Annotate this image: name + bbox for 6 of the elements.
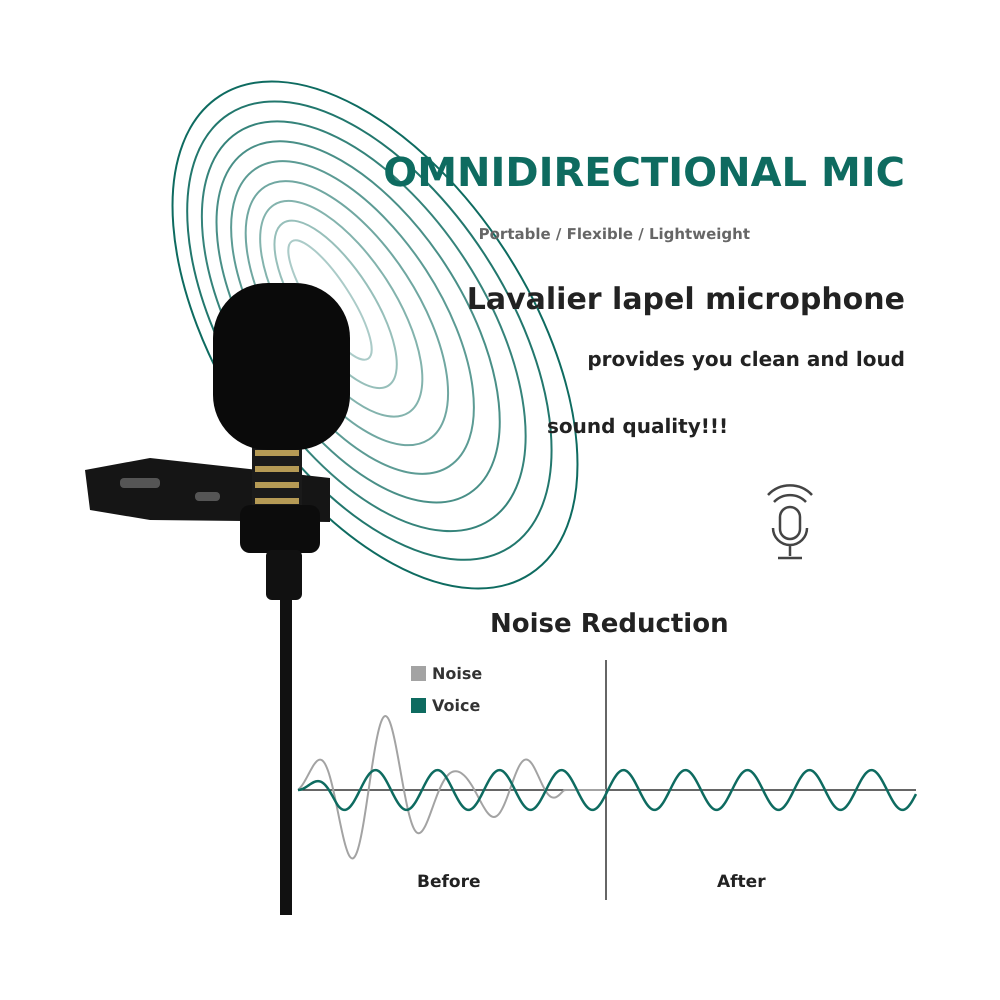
legend-label: Noise	[432, 664, 482, 683]
axis-label: Before	[417, 873, 480, 893]
axis-label: After	[717, 873, 766, 893]
chart-title: Noise Reduction	[490, 610, 729, 640]
description-text: provides you clean and loud	[587, 348, 905, 371]
legend-label: Voice	[432, 696, 480, 715]
